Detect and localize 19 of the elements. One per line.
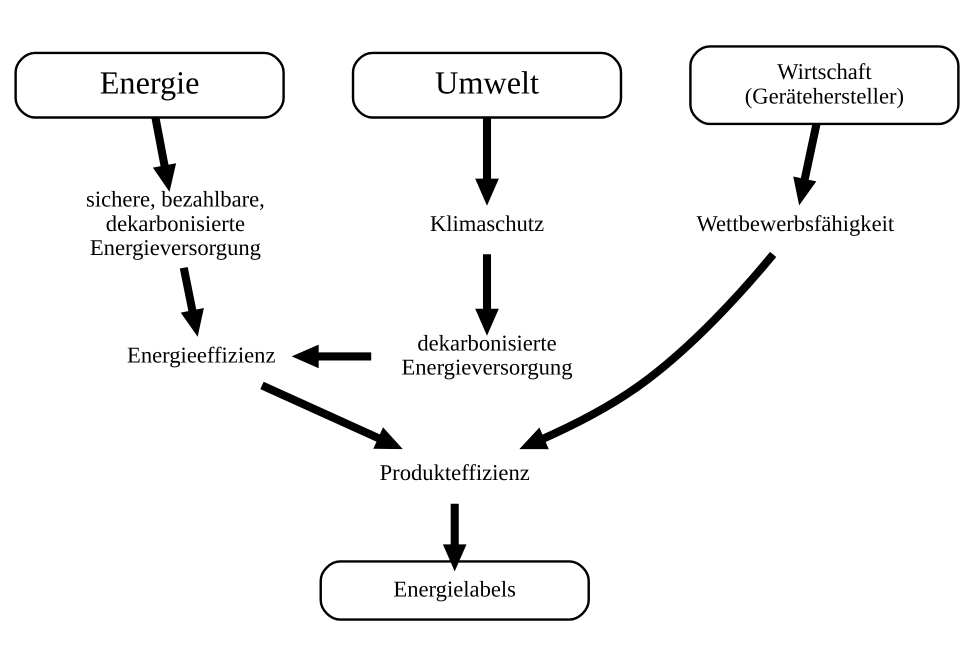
node-text: Klimaschutz — [429, 210, 544, 236]
arrow — [474, 118, 498, 206]
arrow — [442, 504, 466, 572]
arrow — [151, 117, 176, 192]
node-text: dekarbonisierte Energieversorgung — [400, 330, 572, 380]
node-text: sichere, bezahlbare, dekarbonisierte Energieversorgung — [86, 186, 264, 260]
arrow — [179, 266, 204, 337]
arrow — [792, 123, 820, 206]
arrow — [518, 252, 776, 450]
node-box: Energie — [14, 52, 284, 119]
arrow — [260, 382, 402, 450]
node-text: Energieeffizienz — [126, 342, 275, 368]
arrow — [474, 254, 498, 336]
node-box: Wirtschaft (Gerätehersteller) — [688, 45, 960, 126]
node-box: Umwelt — [351, 52, 622, 119]
node-text: Wettbewerbsfähigkeit — [696, 210, 894, 236]
arrow — [291, 344, 371, 368]
node-text: Produkteffizienz — [379, 460, 530, 486]
node-box: Energielabels — [319, 560, 590, 621]
